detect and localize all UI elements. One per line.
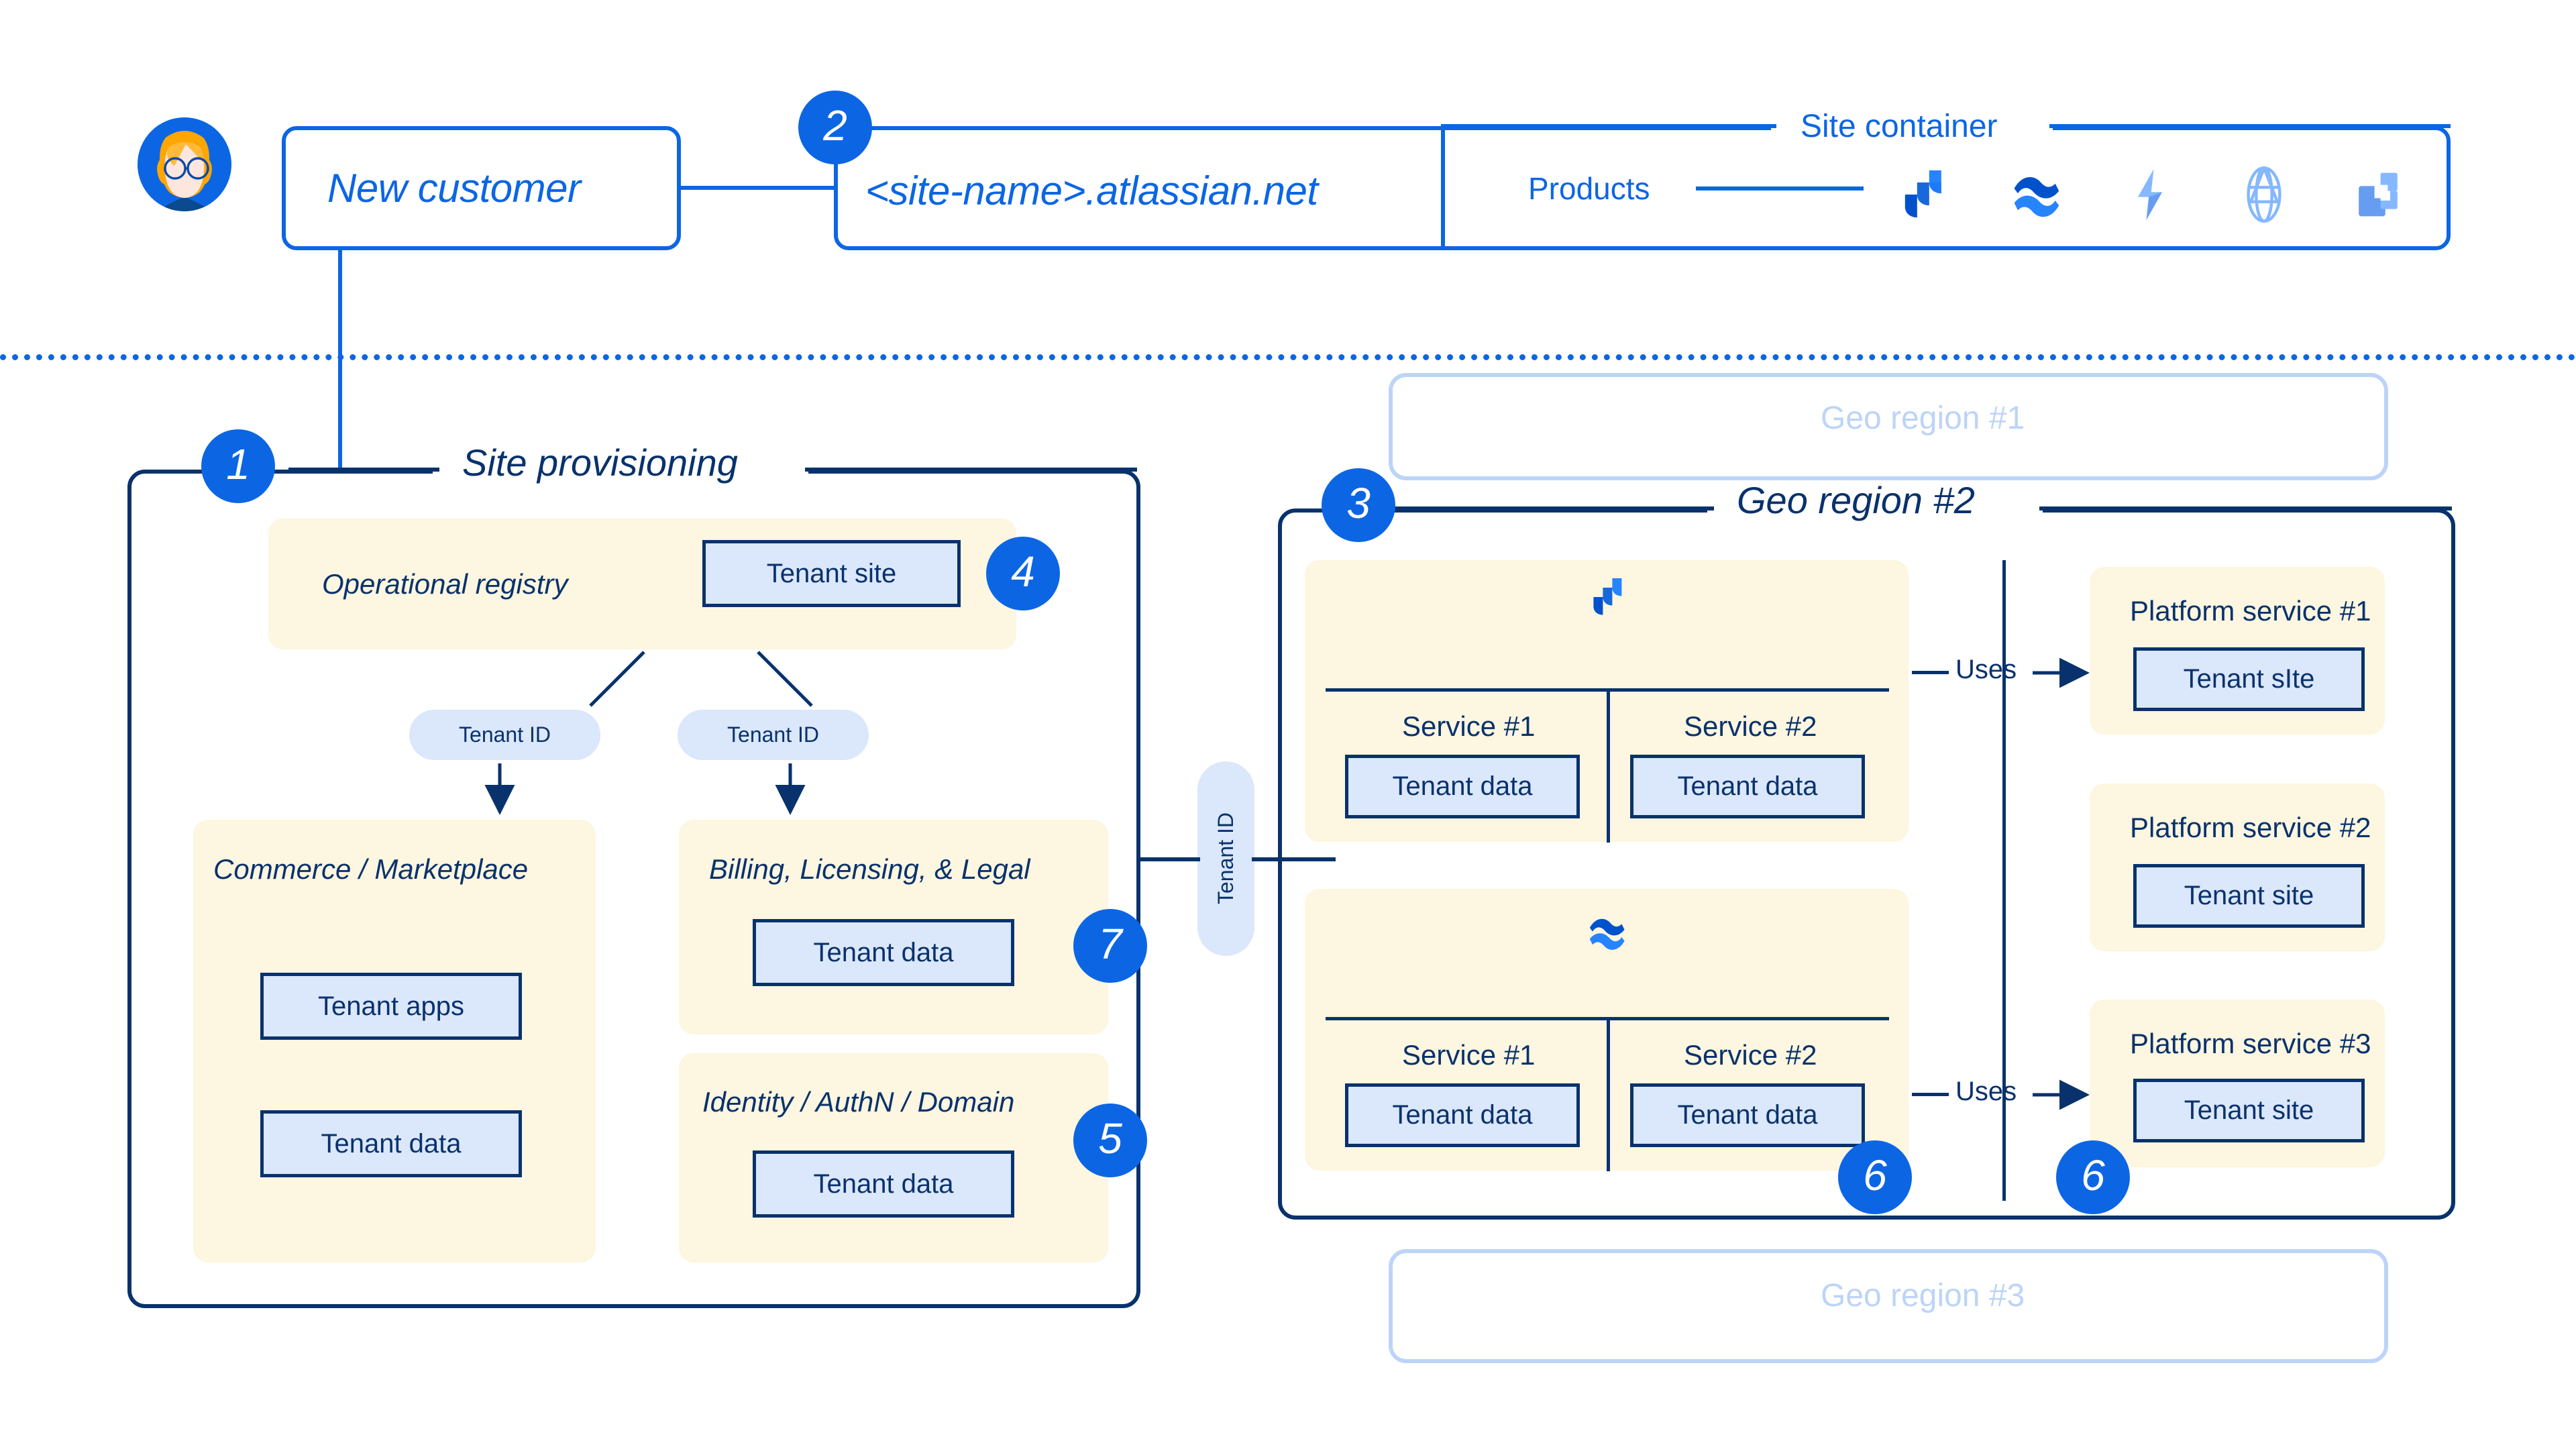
confluence-block-vrule: [1607, 1017, 1610, 1171]
badge-1: 1: [201, 429, 275, 503]
registry-tenant-site-box: Tenant site: [702, 540, 961, 607]
products-rule: [1696, 186, 1864, 191]
product-icon-bitbucket[interactable]: [2348, 164, 2408, 225]
site-provisioning-title: Site provisioning: [446, 444, 754, 482]
uses-bottom-line-left: [1912, 1093, 1949, 1096]
commerce-marketplace-title: Commerce / Marketplace: [213, 853, 529, 885]
commerce-tenant-data-box: Tenant data: [260, 1110, 522, 1177]
geo-product-block-jira-icon: [1583, 574, 1630, 621]
badge-6-b: 6: [2056, 1140, 2130, 1214]
provisioning-title-rule-left: [288, 468, 439, 472]
badge-5: 5: [1073, 1104, 1147, 1177]
jira-service-1-title: Service #1: [1402, 710, 1536, 742]
geo2-title-rule-left: [1375, 506, 1714, 511]
bridge-tenant-id-pill: Tenant ID: [1197, 761, 1254, 956]
product-icon-jira[interactable]: [1892, 164, 1952, 225]
jira-service-2-title: Service #2: [1684, 710, 1817, 742]
tenant-id-pill-right: Tenant ID: [678, 710, 869, 760]
connector-customer-down: [338, 248, 342, 473]
geo-region-1-frame: [1389, 373, 2388, 480]
confluence-service-1-title: Service #1: [1402, 1039, 1536, 1071]
uses-top-label: Uses: [1955, 655, 2017, 684]
new-customer-box[interactable]: New customer: [282, 126, 681, 250]
operational-registry-title: Operational registry: [322, 568, 568, 600]
geo-region-3-frame: [1389, 1249, 2388, 1363]
female-user-avatar-icon: [138, 117, 231, 211]
site-container-title-rule-left: [1441, 124, 1776, 128]
badge-6-a: 6: [1838, 1140, 1912, 1214]
uses-bottom-label: Uses: [1955, 1077, 2017, 1106]
jira-service-1-tenant-data: Tenant data: [1345, 755, 1580, 818]
confluence-service-2-title: Service #2: [1684, 1039, 1817, 1071]
product-icon-confluence[interactable]: [2006, 164, 2066, 225]
geo-region-2-title: Geo region #2: [1721, 482, 1991, 519]
billing-licensing-legal-title: Billing, Licensing, & Legal: [709, 853, 1030, 885]
platform-service-2-tenant-box: Tenant site: [2133, 864, 2365, 928]
uses-top-line-left: [1912, 671, 1949, 674]
site-url-label: <site-name>.atlassian.net: [865, 168, 1318, 213]
site-container-title-rule-right: [2049, 124, 2451, 128]
billing-tenant-data-box: Tenant data: [753, 919, 1014, 986]
new-customer-label: New customer: [327, 166, 581, 211]
jira-block-vrule: [1607, 688, 1610, 843]
identity-tenant-data-box: Tenant data: [753, 1150, 1014, 1218]
identity-authn-domain-title: Identity / AuthN / Domain: [702, 1086, 1015, 1118]
connector-customer-to-site: [678, 186, 839, 190]
jira-service-2-tenant-data: Tenant data: [1630, 755, 1865, 818]
site-container-box: [834, 126, 2451, 250]
bridge-line-left: [1136, 857, 1200, 861]
platform-service-3-tenant-box: Tenant site: [2133, 1079, 2365, 1142]
product-icon-atlas[interactable]: [2234, 164, 2294, 225]
platform-service-1-title: Platform service #1: [2130, 595, 2371, 627]
badge-4: 4: [986, 537, 1060, 610]
geo-region-3-title: Geo region #3: [1821, 1278, 2025, 1313]
confluence-service-2-tenant-data: Tenant data: [1630, 1083, 1865, 1147]
products-label: Products: [1528, 171, 1650, 206]
product-icon-jira-service-management[interactable]: [2120, 164, 2180, 225]
section-divider-dotted: [0, 354, 2576, 360]
commerce-tenant-apps-box: Tenant apps: [260, 973, 522, 1040]
commerce-marketplace-panel: [193, 820, 596, 1263]
badge-3: 3: [1322, 468, 1395, 542]
badge-2: 2: [798, 91, 872, 164]
site-container-title: Site container: [1784, 111, 2014, 143]
site-box-divider: [1441, 126, 1445, 250]
platform-service-2-title: Platform service #2: [2130, 812, 2371, 843]
geo-product-block-confluence-icon: [1583, 909, 1630, 956]
avatar: [138, 117, 231, 211]
tenant-id-pill-left: Tenant ID: [409, 710, 600, 760]
platform-service-1-tenant-box: Tenant sIte: [2133, 647, 2365, 711]
provisioning-title-rule-right: [805, 468, 1137, 472]
geo2-title-rule-right: [2039, 506, 2452, 511]
confluence-service-1-tenant-data: Tenant data: [1345, 1083, 1580, 1147]
geo-region-1-title: Geo region #1: [1821, 400, 2025, 436]
badge-7: 7: [1073, 909, 1147, 983]
platform-service-3-title: Platform service #3: [2130, 1028, 2371, 1059]
bridge-line-right: [1252, 857, 1336, 861]
geo2-internal-divider: [2002, 560, 2006, 1201]
